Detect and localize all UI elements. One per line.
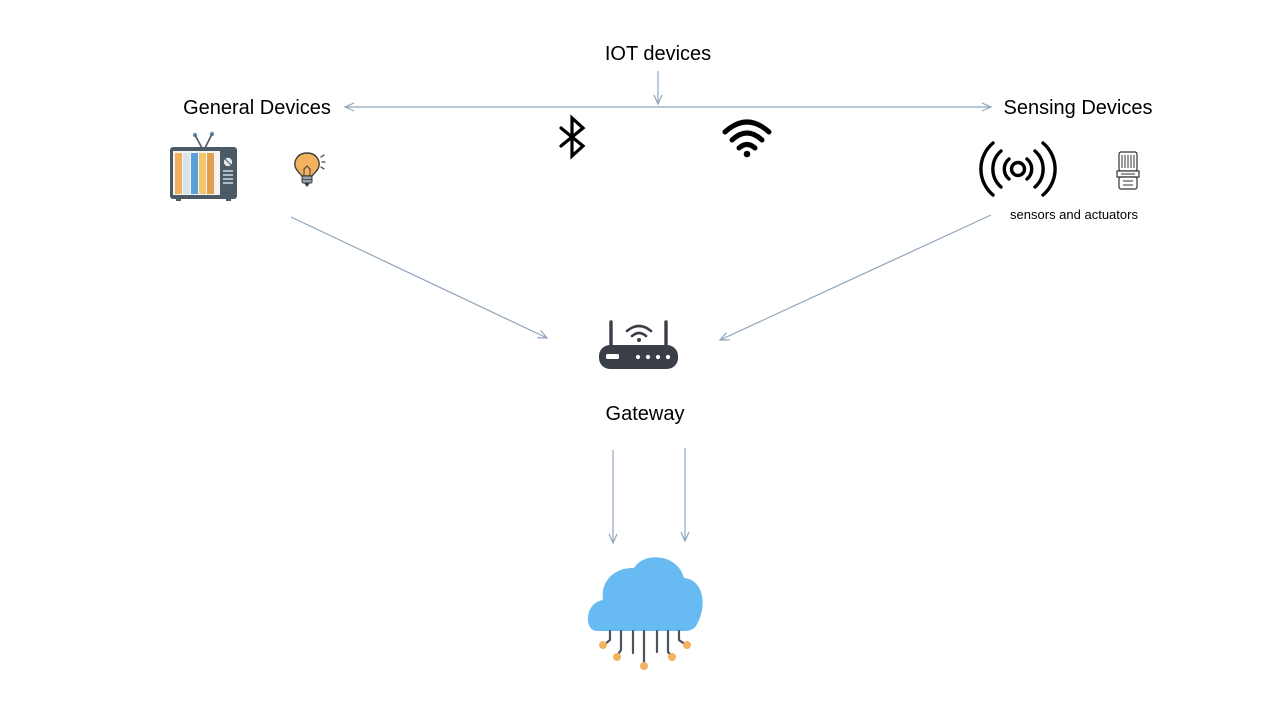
broadcast-signal-icon	[979, 141, 1057, 197]
light-bulb-icon	[294, 152, 326, 187]
cloud-icon	[587, 557, 703, 670]
retro-tv-icon	[170, 131, 237, 201]
sensors-actuators-caption: sensors and actuators	[1010, 207, 1138, 222]
gateway-label: Gateway	[606, 403, 685, 425]
diagram-title: IOT devices	[605, 43, 711, 65]
general-devices-label: General Devices	[183, 97, 331, 119]
arrow-general-to-gateway	[290, 216, 549, 339]
wifi-icon	[722, 119, 772, 158]
sensing-devices-label: Sensing Devices	[1004, 97, 1153, 119]
arrow-sensing-to-gateway	[718, 214, 992, 341]
router-icon	[599, 320, 678, 369]
bluetooth-icon	[559, 114, 586, 160]
sensor-module-icon	[1116, 151, 1140, 190]
